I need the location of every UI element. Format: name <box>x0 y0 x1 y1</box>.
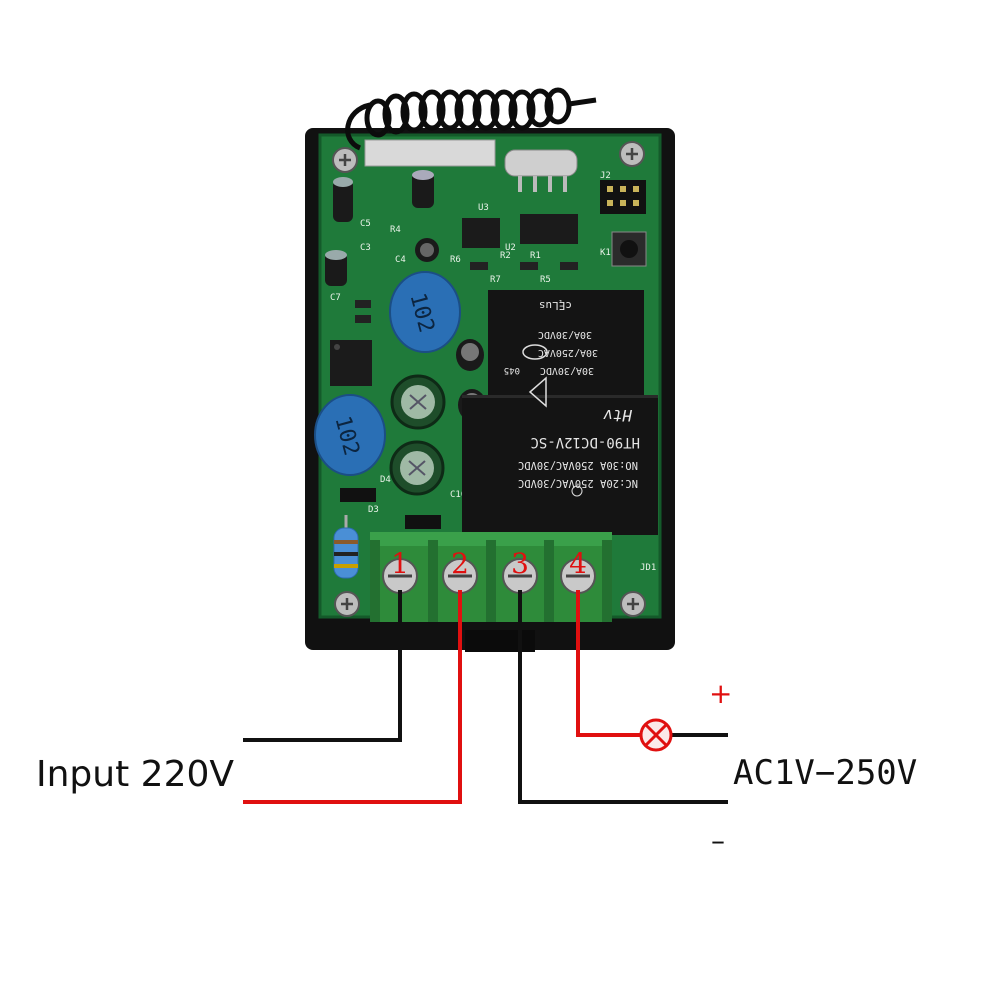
electrolytic-capacitor <box>333 177 353 222</box>
tactile-button <box>611 231 647 267</box>
pcb-ref: U2 <box>505 243 516 253</box>
wires <box>243 590 728 804</box>
relay-cert: cĘLus <box>539 299 572 312</box>
pcb-ref: C4 <box>395 255 406 265</box>
relay-code: 045 <box>504 365 520 375</box>
pcb-ref-labels: C5 R4 C3 U3 U2 R1 R2 C4 R6 R7 R5 K1 J2 C… <box>330 171 656 573</box>
relay-model: HT90-DC12V-SC <box>530 434 640 450</box>
crystal-pins <box>518 176 567 192</box>
ic-chip <box>330 340 372 386</box>
input-voltage-label: Input 220V <box>36 754 234 795</box>
blue-ceramic-capacitor: 102 <box>314 394 386 476</box>
smd-resistor <box>355 315 371 323</box>
large-electrolytic-capacitor <box>389 440 445 496</box>
electrolytic-capacitor <box>456 339 484 371</box>
relay-no-rating: NO:30A 250VAC/30VDC <box>518 459 638 471</box>
relay-logo-icon <box>571 485 583 497</box>
pcb-ref: D4 <box>380 475 391 485</box>
screw-icon <box>442 558 478 594</box>
terminal-number-1: 1 <box>391 547 409 580</box>
smd-resistor <box>520 262 538 270</box>
smd-resistor <box>560 262 578 270</box>
output-voltage-label: AC1V−250V <box>733 753 917 793</box>
csa-logo-icon <box>522 344 548 360</box>
pcb-ref: R4 <box>390 225 401 235</box>
diode <box>340 488 376 502</box>
plus-sign-label: + <box>709 677 732 710</box>
rf-module <box>364 139 496 167</box>
relay-brand: Htv <box>603 406 633 425</box>
pcb-ref: R6 <box>450 255 461 265</box>
ic-chip <box>520 214 578 244</box>
pcb-ref: R2 <box>500 251 511 261</box>
pcb-ref: U3 <box>478 203 489 213</box>
pcb-ref: C3 <box>360 243 371 253</box>
pcb-ref: J2 <box>600 171 611 181</box>
input-wire-black <box>243 590 402 742</box>
pcb-ref: D3 <box>368 505 379 515</box>
output-wire-black <box>518 590 728 804</box>
blue-resistor <box>333 515 359 579</box>
crystal-oscillator <box>504 149 578 177</box>
pcb-ref: C7 <box>330 293 341 303</box>
pcb-ref: K1 <box>600 248 611 258</box>
screw-icon <box>502 558 538 594</box>
terminal-number-4: 4 <box>569 547 587 580</box>
pcb-ref: R5 <box>540 275 551 285</box>
pcb-ref: C5 <box>360 219 371 229</box>
relay-upper-body <box>488 290 644 405</box>
antenna-coil <box>345 87 597 151</box>
pcb-ref: JD1 <box>640 563 656 573</box>
electrolytic-capacitor <box>415 238 439 262</box>
phillips-screw-icon <box>332 147 358 173</box>
relay-rating-line1: 30A/30VDC <box>540 365 594 376</box>
smd-resistor <box>470 262 488 270</box>
terminal-number-3: 3 <box>511 547 529 580</box>
triangle-warning-icon <box>528 376 547 408</box>
output-wire-red <box>576 590 640 737</box>
relay-nc-rating: NC:20A 250VAC/30VDC <box>518 477 638 489</box>
jumper-header <box>600 180 646 214</box>
pcb-ref: R1 <box>530 251 541 261</box>
relay: 30A/30VDC 30A/250VAC 30A/30VDC 045 cĘLus… <box>462 290 658 535</box>
minus-sign-label: – <box>711 824 725 857</box>
electrolytic-capacitor <box>412 170 434 208</box>
smd-resistor <box>355 300 371 308</box>
bottom-mount-tab <box>465 630 535 652</box>
lamp-x-icon <box>639 718 673 752</box>
blue-ceramic-capacitor: 102 <box>389 271 461 353</box>
terminal-number-2: 2 <box>451 547 469 580</box>
input-wire-red <box>243 590 462 804</box>
ic-chip <box>462 218 500 248</box>
pcb-ref: C10 <box>450 490 466 500</box>
relay-lower-body <box>462 395 658 535</box>
electrolytic-capacitor <box>325 250 347 286</box>
phillips-screw-icon <box>620 591 646 617</box>
phillips-screw-icon <box>334 591 360 617</box>
terminal-block: 1 2 3 4 <box>370 532 612 622</box>
relay-rating-line2: 30A/250VAC <box>538 347 598 358</box>
diode <box>405 515 441 529</box>
pcb-ref: R7 <box>490 275 501 285</box>
large-electrolytic-capacitor <box>390 374 446 430</box>
phillips-screw-icon <box>619 141 645 167</box>
relay-rating-line3: 30A/30VDC <box>538 329 592 340</box>
